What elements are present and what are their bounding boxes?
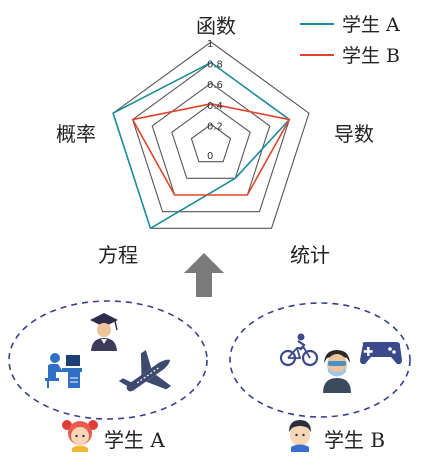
airplane-icon — [118, 349, 172, 392]
radar-tick-labels: 0 0.2 0.4 0.6 0.8 1 — [207, 39, 223, 162]
tick-label-0: 0 — [207, 151, 213, 162]
grid-ring-2 — [171, 103, 251, 179]
series-line-a — [112, 61, 291, 230]
tick-label-3: 0.6 — [207, 80, 223, 91]
masked-person-icon — [323, 350, 351, 393]
boy-avatar-icon — [289, 420, 311, 452]
cyclist-icon — [279, 333, 319, 367]
axis-label-gailv: 概率 — [56, 122, 96, 146]
graduate-icon — [90, 313, 118, 351]
gamepad-icon — [360, 342, 402, 365]
student-b-group-ellipse — [229, 302, 411, 418]
girl-avatar-icon — [62, 420, 98, 452]
axis-label-hanshu: 函数 — [196, 14, 236, 38]
up-arrow-icon — [184, 253, 224, 297]
tick-label-1: 0.2 — [207, 121, 223, 132]
tick-label-2: 0.4 — [207, 101, 223, 112]
legend: 学生 A 学生 B — [300, 14, 400, 67]
axis-label-tongji: 统计 — [290, 243, 330, 267]
desk-computer-user-icon — [45, 353, 82, 388]
axis-label-daoshu: 导数 — [334, 122, 374, 146]
grid-ring-5 — [112, 41, 310, 229]
grid-ring-1 — [190, 123, 232, 163]
student-b-label: 学生 B — [324, 428, 385, 452]
radar-series — [112, 61, 291, 230]
student-a-group-ellipse — [8, 300, 208, 420]
tick-label-4: 0.8 — [207, 60, 223, 71]
series-line-b — [131, 103, 291, 196]
axis-label-fangcheng: 方程 — [98, 243, 138, 267]
student-a-label: 学生 A — [104, 428, 165, 452]
legend-label-a: 学生 A — [342, 14, 400, 36]
legend-label-b: 学生 B — [342, 45, 400, 67]
tick-label-5: 1 — [207, 39, 213, 50]
